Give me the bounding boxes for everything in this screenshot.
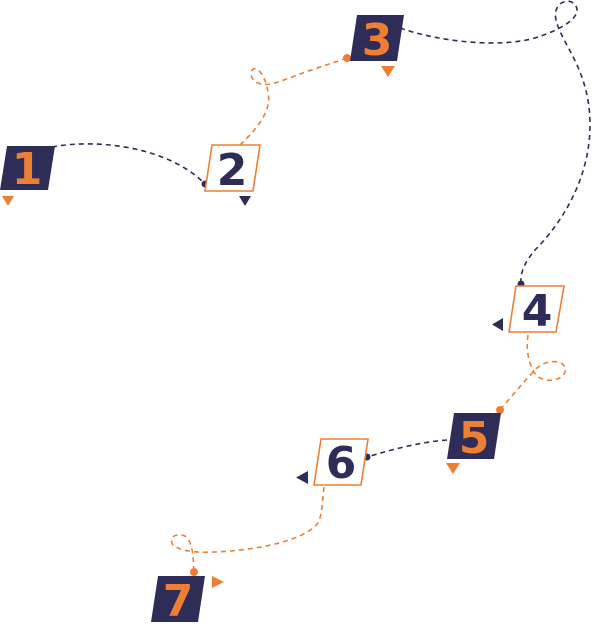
step-4-arrow [492, 318, 503, 331]
connector-3-4 [399, 0, 591, 285]
step-5: 5 [446, 413, 501, 474]
step-7-box [151, 576, 205, 622]
step-6: 6 [296, 438, 369, 489]
step-4-box [508, 285, 565, 333]
step-4-label: 4 [522, 286, 553, 337]
step-4: 4 [492, 285, 565, 337]
step-2-arrow [239, 196, 251, 206]
step-1: 1 [0, 144, 55, 206]
connector-4-5 [499, 334, 566, 411]
step-3: 3 [350, 15, 404, 77]
step-2-box [204, 144, 261, 192]
connector-6-7 [170, 486, 325, 573]
connector-2-3 [239, 57, 348, 146]
step-7: 7 [151, 576, 224, 627]
step-1-arrow [2, 196, 14, 206]
step-1-box [0, 146, 55, 190]
step-7-arrow [212, 576, 224, 588]
step-7-label: 7 [163, 576, 194, 627]
step-3-arrow [381, 66, 395, 77]
step-6-arrow [296, 471, 308, 484]
connector-1-2 [51, 143, 206, 185]
step-2-label: 2 [217, 145, 248, 196]
connector-5-6 [366, 439, 448, 458]
step-2: 2 [204, 144, 261, 206]
step-1-label: 1 [12, 144, 43, 195]
connector-dot [343, 54, 351, 62]
connector-dot [496, 406, 504, 414]
step-3-box [350, 15, 404, 61]
step-5-label: 5 [459, 413, 490, 464]
step-6-box [313, 438, 369, 486]
step-5-arrow [446, 463, 460, 474]
step-6-label: 6 [326, 438, 357, 489]
connector-dot [190, 568, 198, 576]
step-3-label: 3 [362, 15, 393, 66]
step-5-box [447, 413, 501, 459]
